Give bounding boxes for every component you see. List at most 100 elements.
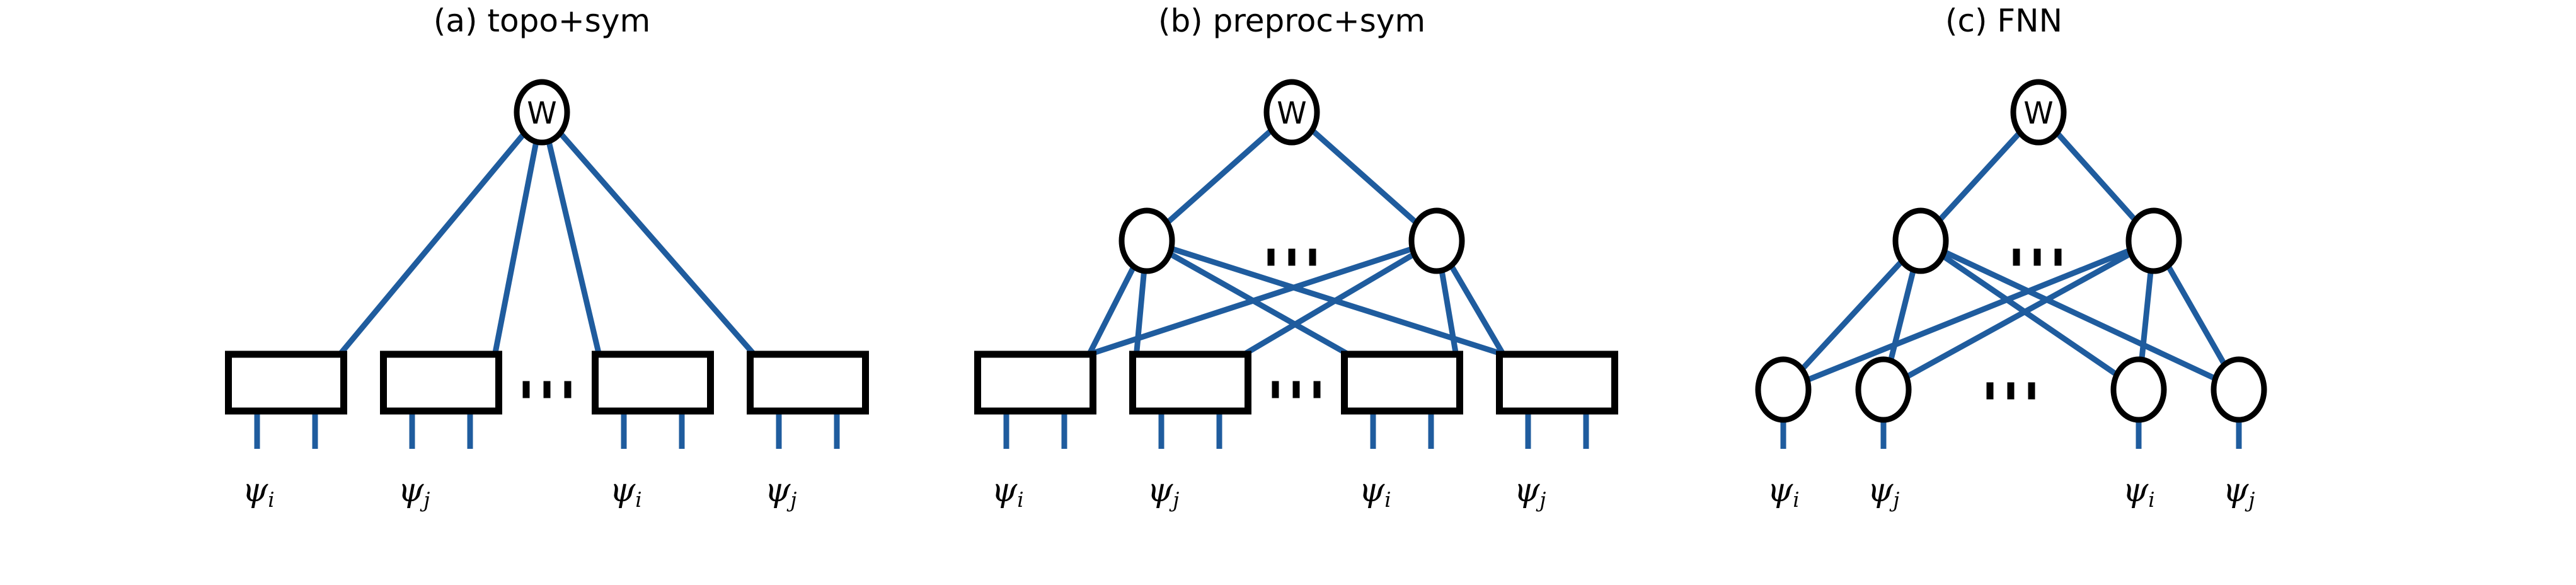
input-label-a-0: ψi bbox=[195, 474, 321, 510]
input-label-subscript: i bbox=[635, 488, 642, 513]
ellipsis-group bbox=[522, 248, 2062, 400]
output-node-label-b: W bbox=[1277, 96, 1306, 131]
input-label-symbol: ψ bbox=[398, 472, 424, 509]
input-label-symbol: ψ bbox=[2122, 472, 2149, 509]
input-label-symbol: ψ bbox=[991, 472, 1018, 509]
input-node-box-b-2[interactable] bbox=[1341, 350, 1463, 415]
input-label-subscript: j bbox=[790, 488, 797, 513]
edge-c-w-to-hidden1 bbox=[2054, 130, 2138, 223]
input-label-subscript: j bbox=[423, 488, 430, 513]
input-label-symbol: ψ bbox=[1867, 472, 1894, 509]
edge-c-h1-to-input2 bbox=[2139, 270, 2154, 360]
input-label-symbol: ψ bbox=[1767, 472, 1793, 509]
edge-b-h1-to-input3 bbox=[1449, 264, 1506, 356]
edge-a-w-to-input2 bbox=[546, 141, 602, 356]
edge-b-h0-to-input0 bbox=[1086, 265, 1137, 356]
hidden-node-b-1[interactable] bbox=[1408, 207, 1465, 274]
input-node-box-b-3[interactable] bbox=[1496, 350, 1618, 415]
ellipsis-dot-b-0-2 bbox=[1309, 248, 1316, 266]
input-label-b-1: ψj bbox=[1100, 474, 1226, 510]
edge-b-h0-to-input1 bbox=[1134, 270, 1147, 355]
ellipsis-dot-a-0-2 bbox=[564, 381, 572, 398]
output-node-c[interactable] bbox=[2010, 79, 2067, 146]
ellipsis-dot-b-0-0 bbox=[1267, 248, 1275, 266]
input-label-subscript: i bbox=[268, 488, 275, 513]
input-label-subscript: i bbox=[1793, 488, 1800, 513]
input-label-subscript: i bbox=[1384, 488, 1391, 513]
edge-b-h1-to-input0 bbox=[1088, 246, 1413, 357]
input-label-symbol: ψ bbox=[764, 472, 791, 509]
edges-group bbox=[338, 128, 2228, 383]
output-node-b[interactable] bbox=[1263, 79, 1320, 146]
ellipsis-dot-b-1-0 bbox=[1272, 381, 1279, 398]
input-node-box-a-3[interactable] bbox=[747, 350, 869, 415]
edge-a-w-to-input3 bbox=[558, 131, 756, 356]
hidden-node-c-0[interactable] bbox=[1892, 207, 1949, 274]
ellipsis-dot-b-1-1 bbox=[1292, 381, 1300, 398]
panel-title-b: (b) preproc+sym bbox=[1158, 3, 1426, 39]
hidden-node-c-1[interactable] bbox=[2125, 207, 2182, 274]
input-label-b-2: ψi bbox=[1312, 474, 1438, 510]
ellipsis-dot-c-1-0 bbox=[1986, 382, 1994, 400]
ellipsis-dot-c-1-2 bbox=[2028, 382, 2035, 400]
edge-c-h0-to-input2 bbox=[1941, 253, 2119, 377]
edge-b-w-to-hidden1 bbox=[1310, 128, 1418, 225]
edge-a-w-to-input1 bbox=[492, 141, 539, 355]
input-label-symbol: ψ bbox=[609, 472, 636, 509]
edge-b-h1-to-input2 bbox=[1439, 270, 1459, 355]
input-label-c-3: ψj bbox=[2176, 474, 2302, 510]
input-node-box-b-1[interactable] bbox=[1129, 350, 1251, 415]
edge-c-w-to-hidden0 bbox=[1937, 130, 2022, 223]
input-node-circle-c-2[interactable] bbox=[2110, 356, 2167, 423]
input-label-c-1: ψj bbox=[1820, 474, 1946, 510]
input-label-subscript: j bbox=[2248, 488, 2255, 513]
input-label-b-3: ψj bbox=[1467, 474, 1593, 510]
input-node-circle-c-1[interactable] bbox=[1855, 356, 1912, 423]
edge-c-h1-to-input3 bbox=[2165, 264, 2228, 366]
ellipsis-dot-c-0-1 bbox=[2033, 248, 2041, 266]
edge-c-h0-to-input0 bbox=[1800, 259, 1904, 371]
input-node-box-a-1[interactable] bbox=[380, 350, 502, 415]
input-label-c-0: ψi bbox=[1720, 474, 1846, 510]
output-node-label-c: W bbox=[2023, 96, 2053, 131]
input-label-subscript: i bbox=[2148, 488, 2155, 513]
panel-title-c: (c) FNN bbox=[1945, 3, 2062, 39]
output-node-label-a: W bbox=[527, 96, 556, 131]
input-label-a-2: ψi bbox=[563, 474, 689, 510]
hidden-node-b-0[interactable] bbox=[1118, 207, 1175, 274]
input-label-a-1: ψj bbox=[351, 474, 477, 510]
input-label-c-2: ψi bbox=[2076, 474, 2202, 510]
panel-title-a: (a) topo+sym bbox=[433, 3, 651, 39]
input-label-b-0: ψi bbox=[945, 474, 1071, 510]
input-node-box-a-2[interactable] bbox=[592, 350, 714, 415]
input-label-a-3: ψj bbox=[718, 474, 844, 510]
input-label-subscript: j bbox=[1539, 488, 1546, 513]
input-label-symbol: ψ bbox=[242, 472, 268, 509]
input-label-subscript: j bbox=[1893, 488, 1900, 513]
input-node-circle-c-3[interactable] bbox=[2211, 356, 2267, 423]
ellipsis-dot-c-1-1 bbox=[2007, 382, 2015, 400]
edge-a-w-to-input0 bbox=[338, 132, 527, 356]
edge-b-h0-to-input2 bbox=[1168, 251, 1350, 357]
edge-b-h1-to-input1 bbox=[1243, 252, 1416, 357]
ellipsis-dot-c-0-2 bbox=[2054, 248, 2062, 266]
edge-c-h1-to-input0 bbox=[1806, 248, 2131, 383]
ellipsis-dot-a-0-1 bbox=[543, 381, 551, 398]
input-label-subscript: i bbox=[1017, 488, 1024, 513]
input-label-symbol: ψ bbox=[1514, 472, 1540, 509]
output-node-a[interactable] bbox=[514, 79, 570, 146]
ellipsis-dot-b-1-2 bbox=[1313, 381, 1321, 398]
input-node-box-a-0[interactable] bbox=[225, 350, 347, 415]
input-node-box-b-0[interactable] bbox=[974, 350, 1096, 415]
input-label-subscript: j bbox=[1173, 488, 1180, 513]
edge-c-h0-to-input3 bbox=[1943, 249, 2217, 381]
input-label-symbol: ψ bbox=[1147, 472, 1173, 509]
ellipsis-dot-a-0-0 bbox=[522, 381, 530, 398]
edge-b-w-to-hidden0 bbox=[1165, 128, 1274, 225]
ellipsis-dot-b-0-1 bbox=[1288, 248, 1296, 266]
input-label-symbol: ψ bbox=[1359, 472, 1385, 509]
input-node-circle-c-0[interactable] bbox=[1755, 356, 1812, 423]
